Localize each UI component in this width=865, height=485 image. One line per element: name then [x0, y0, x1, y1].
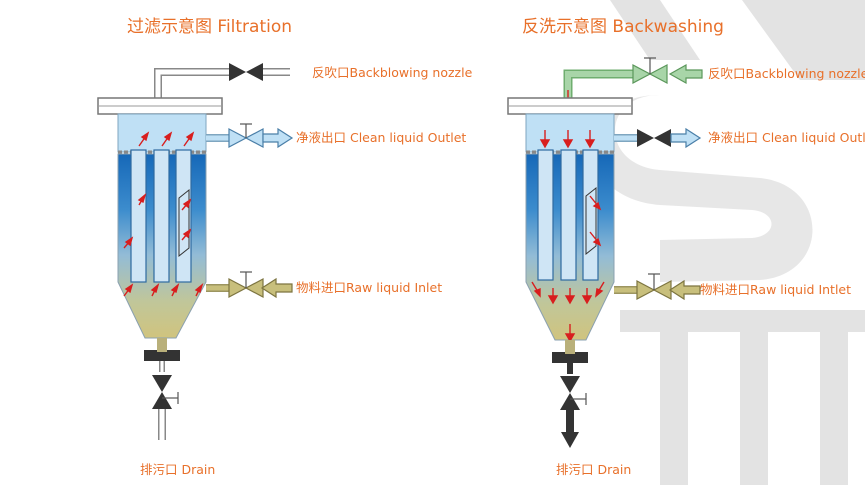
filtration-title: 过滤示意图 Filtration — [127, 17, 292, 37]
backwashing-drain-valve-lower — [560, 393, 580, 410]
backwashing-backblowing-label: 反吹口Backblowing nozzle — [708, 66, 865, 81]
background-watermark — [592, 0, 865, 485]
filtration-filter-elements — [130, 149, 192, 283]
filtration-clean-outlet-label: 净液出口 Clean liquid Outlet — [296, 130, 466, 145]
backwashing-clean-outlet-label: 净液出口 Clean liquid Outlet — [708, 130, 865, 145]
backwashing-outlet-arrow — [670, 127, 702, 149]
filtration-flow-arrows — [123, 131, 204, 297]
filtration-clean-outlet — [206, 123, 294, 149]
backwashing-drain — [552, 340, 588, 448]
backwashing-outlet-valve — [637, 129, 654, 147]
backwashing-diagram: 反洗示意图 Backwashing — [507, 17, 865, 477]
backwashing-cutaway — [585, 186, 597, 256]
backwashing-backblow-valve — [632, 64, 652, 84]
filtration-diagram: 过滤示意图 Filtration — [97, 17, 473, 477]
filtration-inlet-arrow — [260, 277, 293, 299]
backwashing-title: 反洗示意图 Backwashing — [522, 17, 724, 37]
filtration-backblow-valve — [229, 63, 246, 81]
backwashing-drain-arrow — [561, 432, 579, 448]
filtration-raw-inlet-label: 物料进口Raw liquid Inlet — [296, 280, 442, 295]
filtration-drain-valve-upper — [152, 375, 172, 392]
filtration-outlet-arrow — [262, 127, 294, 149]
filtration-backblowing-label: 反吹口Backblowing nozzle — [312, 65, 473, 80]
filtration-drain-label: 排污口 Drain — [140, 462, 215, 477]
backwashing-drain-valve-upper — [560, 376, 580, 393]
backwashing-raw-inlet-label: 物料进口Raw liquid Intlet — [700, 282, 851, 297]
backwashing-drain-label: 排污口 Drain — [556, 462, 631, 477]
filtration-inlet-valve — [228, 278, 248, 298]
backwashing-clean-chamber — [525, 113, 615, 153]
backwashing-backblow-pipe — [563, 57, 703, 111]
backwashing-inlet-arrow — [668, 279, 701, 301]
backwashing-flow-arrows — [531, 130, 605, 343]
filtration-outlet-valve — [228, 128, 248, 148]
filtration-drain-valve-lower — [152, 392, 172, 409]
backwashing-backblow-arrow — [668, 63, 703, 85]
backwashing-clean-outlet — [614, 127, 702, 149]
filtration-cutaway — [178, 188, 190, 258]
backwashing-inlet-valve — [636, 280, 656, 300]
filtration-drain — [144, 338, 180, 440]
backwashing-filter-elements — [537, 149, 599, 281]
backwashing-raw-inlet — [614, 273, 701, 301]
filtration-backblow-pipe — [154, 63, 290, 98]
filtration-raw-inlet — [206, 271, 293, 299]
